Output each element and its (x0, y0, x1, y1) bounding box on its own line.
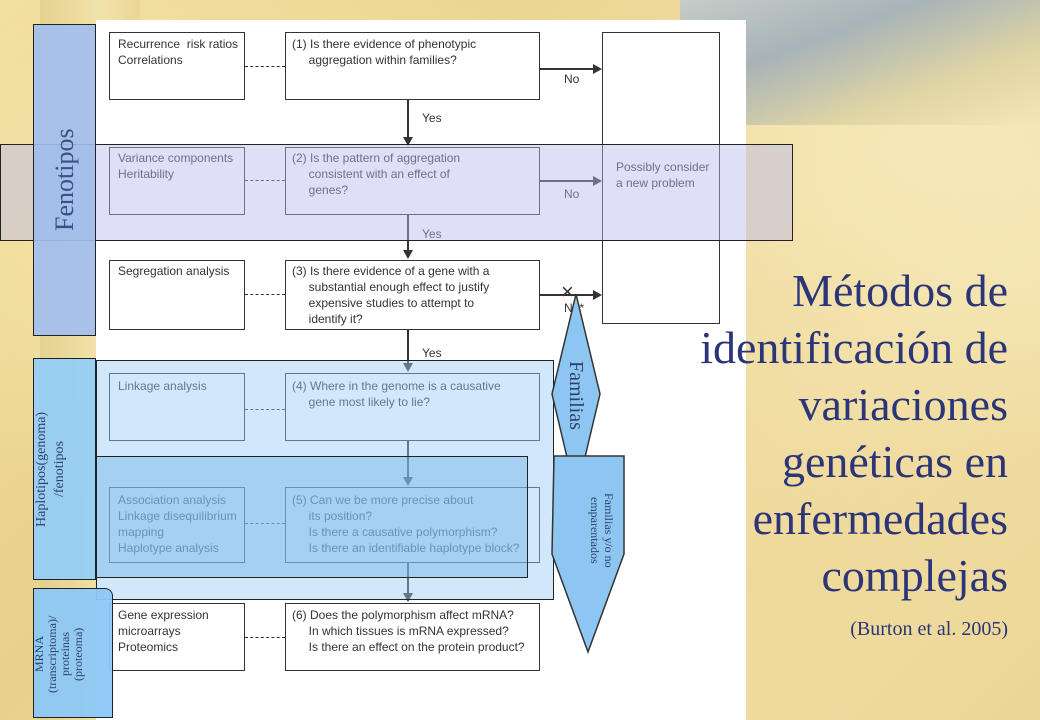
dashed-connector-6 (245, 637, 285, 638)
familias-no-label: Familias y/o no emparentados (588, 492, 616, 568)
title-line-1: Métodos de (792, 265, 1008, 316)
dashed-connector-4 (245, 409, 285, 410)
fenotipos-highlight (0, 144, 793, 241)
no-label-2: No (564, 187, 580, 201)
fenotipos-bar (33, 24, 96, 336)
method-box-1 (109, 32, 245, 100)
slide-title: Métodos de identificación de variaciones… (588, 262, 1008, 604)
flowchart-panel: Recurrence risk ratios Correlations (1) … (96, 20, 746, 720)
method-box-3 (109, 260, 245, 330)
yes-line-3 (407, 330, 409, 364)
method-text-1: Recurrence risk ratios Correlations (118, 37, 239, 67)
method-text-3: Segregation analysis (118, 264, 230, 278)
yes-arrow-1 (403, 137, 413, 146)
yes-label-3: Yes (422, 346, 442, 360)
arrow-line-5 (407, 563, 409, 594)
cross-mark: × (561, 279, 574, 304)
question-text-4: (4) Where in the genome is a causative g… (292, 379, 501, 409)
question-box-5 (285, 487, 540, 563)
method-text-5: Association analysis Linkage disequilibr… (118, 493, 237, 555)
no-line-2 (540, 180, 594, 182)
haplotipos-label: Haplotipos(genoma) /fenotipos (34, 411, 67, 527)
method-text-2: Variance components Heritability (118, 151, 234, 181)
question-text-5: (5) Can we be more precise about its pos… (292, 493, 520, 555)
arrow-4 (403, 477, 413, 486)
association-highlight (96, 456, 528, 578)
familias-no-diamond (551, 455, 625, 654)
no-arrow-2 (593, 176, 602, 186)
title-line-5: enfermedades (752, 493, 1008, 544)
question-box-1 (285, 32, 540, 100)
question-box-6 (285, 603, 540, 671)
mrna-label: MRNA (transcriptoma)/ proteinas (proteom… (32, 615, 85, 693)
question-text-6: (6) Does the polymorphism affect mRNA? I… (292, 608, 525, 654)
dashed-connector-5 (245, 523, 285, 524)
dashed-connector-1 (245, 66, 285, 67)
yes-line-2 (407, 215, 409, 251)
method-box-4 (109, 373, 245, 441)
yes-arrow-3 (403, 363, 413, 372)
title-line-6: complejas (821, 550, 1009, 601)
method-box-6 (109, 603, 245, 671)
dashed-connector-2 (245, 180, 285, 181)
title-line-4: genéticas en (781, 436, 1008, 487)
mrna-bar (33, 588, 113, 718)
question-box-3 (285, 260, 540, 330)
linkage-highlight (96, 360, 554, 600)
outcome-box (602, 32, 720, 324)
outcome-text: Possibly consider a new problem (616, 160, 710, 190)
title-line-3: variaciones (798, 379, 1008, 430)
yes-label-1: Yes (422, 111, 442, 125)
haplotipos-bar (33, 358, 96, 580)
fenotipos-label: Fenotipos (50, 128, 79, 232)
question-box-2 (285, 147, 540, 215)
method-box-2 (109, 147, 245, 215)
question-box-4 (285, 373, 540, 441)
arrow-5 (403, 593, 413, 602)
familias-label: Familias (565, 360, 587, 430)
yes-line-1 (407, 100, 409, 138)
question-text-1: (1) Is there evidence of phenotypic aggr… (292, 37, 477, 67)
no-arrow-1 (593, 64, 602, 74)
title-line-2: identificación de (700, 322, 1008, 373)
method-box-5 (109, 487, 245, 563)
yes-label-2: Yes (422, 227, 442, 241)
dashed-connector-3 (245, 294, 285, 295)
no-label-1: No (564, 72, 580, 86)
no-line-3 (540, 294, 594, 296)
arrow-line-4 (407, 441, 409, 478)
yes-arrow-2 (403, 250, 413, 259)
citation: (Burton et al. 2005) (850, 618, 1008, 640)
method-text-4: Linkage analysis (118, 379, 207, 393)
no-arrow-3 (593, 290, 602, 300)
question-text-3: (3) Is there evidence of a gene with a s… (292, 264, 490, 326)
question-text-2: (2) Is the pattern of aggregation consis… (292, 151, 461, 197)
method-text-6: Gene expression microarrays Proteomics (118, 608, 209, 654)
no-line-1 (540, 68, 594, 70)
